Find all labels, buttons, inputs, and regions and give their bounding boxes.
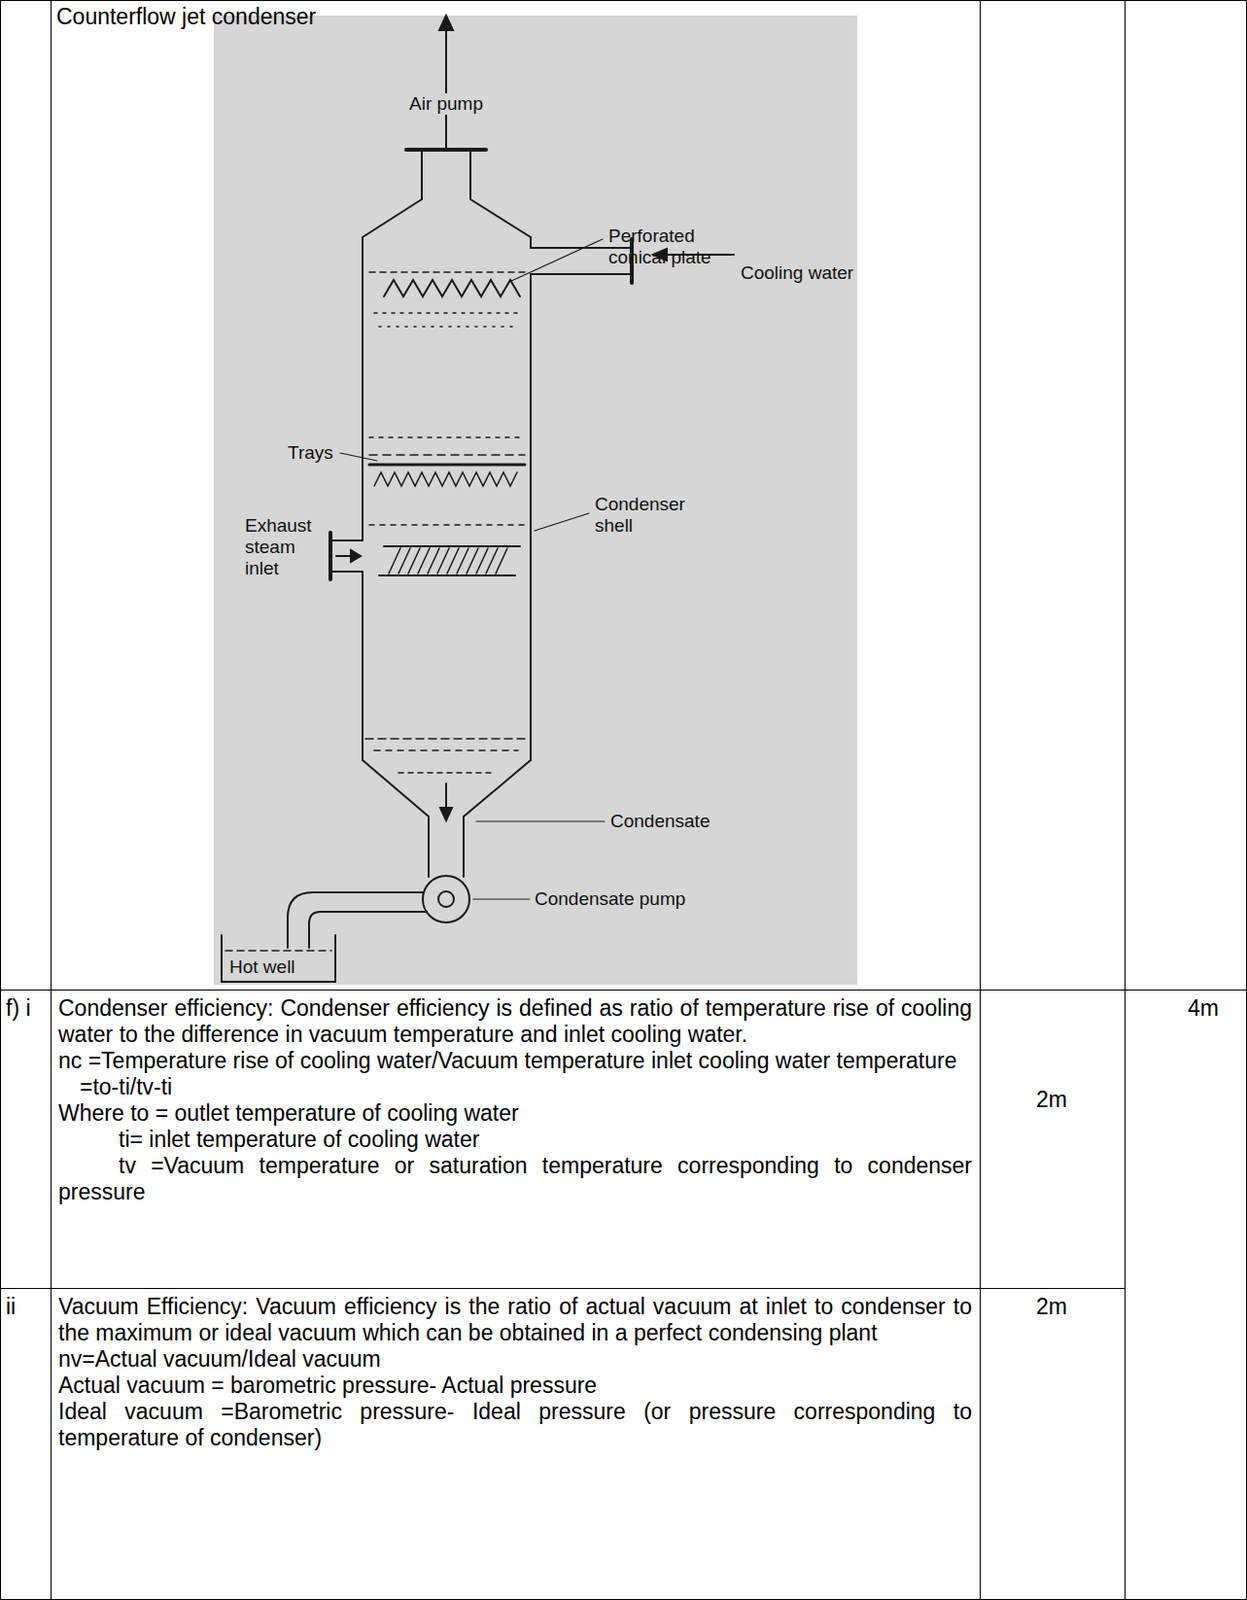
part-label: Hot well — [229, 956, 296, 978]
arrow-head — [439, 15, 453, 31]
table-rule — [0, 1287, 1126, 1289]
row-number: f) i — [5, 995, 32, 1022]
perforated-plate — [383, 279, 520, 297]
water-drops — [369, 523, 525, 526]
air-pipe — [445, 29, 448, 148]
water-level — [225, 949, 332, 952]
row-number: ii — [5, 1293, 16, 1320]
pump-impeller — [438, 891, 454, 907]
shoulder — [470, 199, 531, 238]
formula-text: =to-ti/tv-ti — [58, 1073, 972, 1101]
answer-text: Vacuum Efficiency: Vacuum efficiency is … — [58, 1293, 972, 1452]
spray — [374, 311, 520, 314]
part-label: Exhaust steam inlet — [244, 515, 323, 580]
steam-pipe — [330, 570, 363, 573]
leader-line — [340, 452, 378, 461]
tray — [383, 545, 520, 548]
scan-ground — [213, 15, 858, 985]
marks-cell: 2m — [1036, 1086, 1068, 1113]
part-label: Perforated conical plate — [608, 225, 728, 269]
table-rule — [979, 0, 981, 1600]
shell-wall — [529, 274, 532, 761]
part-label: Condensate pump — [534, 888, 686, 910]
condenser-drawing — [221, 15, 734, 982]
formula-text: nc =Temperature rise of cooling water/Va… — [58, 1047, 972, 1074]
formula-text: Actual vacuum = barometric pressure- Act… — [58, 1372, 972, 1399]
drips — [374, 472, 518, 486]
table-rule — [0, 0, 1, 1600]
table-rule — [0, 0, 1247, 1]
flow-arrow — [445, 783, 448, 809]
condensate-level — [398, 771, 494, 774]
formula-text: Ideal vacuum =Barometric pressure- Ideal… — [58, 1398, 972, 1452]
steam-pipe — [330, 539, 363, 542]
tray-hatching — [388, 548, 508, 574]
tail-pipe — [462, 816, 465, 877]
table-rule — [50, 0, 52, 1600]
table-rule — [1246, 0, 1247, 1600]
part-label: Air pump — [405, 93, 487, 115]
table-rule — [0, 989, 1247, 991]
water-level — [369, 453, 525, 456]
answer-text: Condenser efficiency: Condenser efficien… — [58, 995, 972, 1206]
spray — [379, 325, 516, 328]
flange — [406, 147, 486, 152]
leader-line — [476, 820, 605, 822]
definition-text: Vacuum Efficiency: Vacuum efficiency is … — [58, 1293, 972, 1347]
arrow-head — [440, 807, 452, 821]
shell-wall — [361, 237, 364, 541]
delivery-pipe — [309, 911, 427, 948]
tail-pipe — [427, 816, 430, 877]
water-pipe — [530, 273, 632, 276]
pump-casing — [422, 875, 470, 923]
part-label: Cooling water — [740, 262, 854, 284]
symbol-note: ti= inlet temperature of cooling water — [58, 1126, 972, 1153]
leader-line — [473, 898, 530, 900]
condensate-level — [365, 737, 528, 740]
hot-well-tank — [221, 935, 336, 982]
leader-line — [509, 239, 603, 282]
tray — [379, 574, 516, 577]
symbol-note: Where to = outlet temperature of cooling… — [58, 1100, 972, 1127]
leader-line — [534, 513, 589, 531]
shell-wall — [529, 237, 532, 248]
definition-text: Condenser efficiency: Condenser efficien… — [58, 995, 972, 1048]
part-label: Condenser shell — [594, 493, 698, 537]
condensate-level — [374, 749, 519, 752]
flange — [328, 532, 333, 580]
part-label: Condensate — [610, 810, 710, 832]
shoulder — [362, 199, 422, 238]
hopper-wall — [362, 760, 429, 817]
symbol-note: tv =Vacuum temperature or saturation tem… — [58, 1152, 972, 1206]
water-level — [369, 271, 525, 274]
tray — [369, 463, 525, 467]
marks-cell: 4m — [1187, 995, 1219, 1022]
section-title: Counterflow jet condenser — [56, 3, 316, 31]
water-drops — [369, 436, 525, 439]
table-rule — [0, 1598, 1247, 1600]
formula-text: nv=Actual vacuum/Ideal vacuum — [58, 1346, 972, 1373]
arrow-head — [350, 550, 361, 562]
neck-wall — [469, 151, 472, 200]
marks-cell: 2m — [1036, 1293, 1068, 1320]
hopper-wall — [463, 760, 531, 817]
neck-wall — [420, 151, 423, 200]
shell-wall — [361, 571, 364, 761]
flow-arrow — [336, 554, 352, 557]
table-rule — [1124, 0, 1126, 1600]
part-label: Trays — [287, 442, 334, 464]
